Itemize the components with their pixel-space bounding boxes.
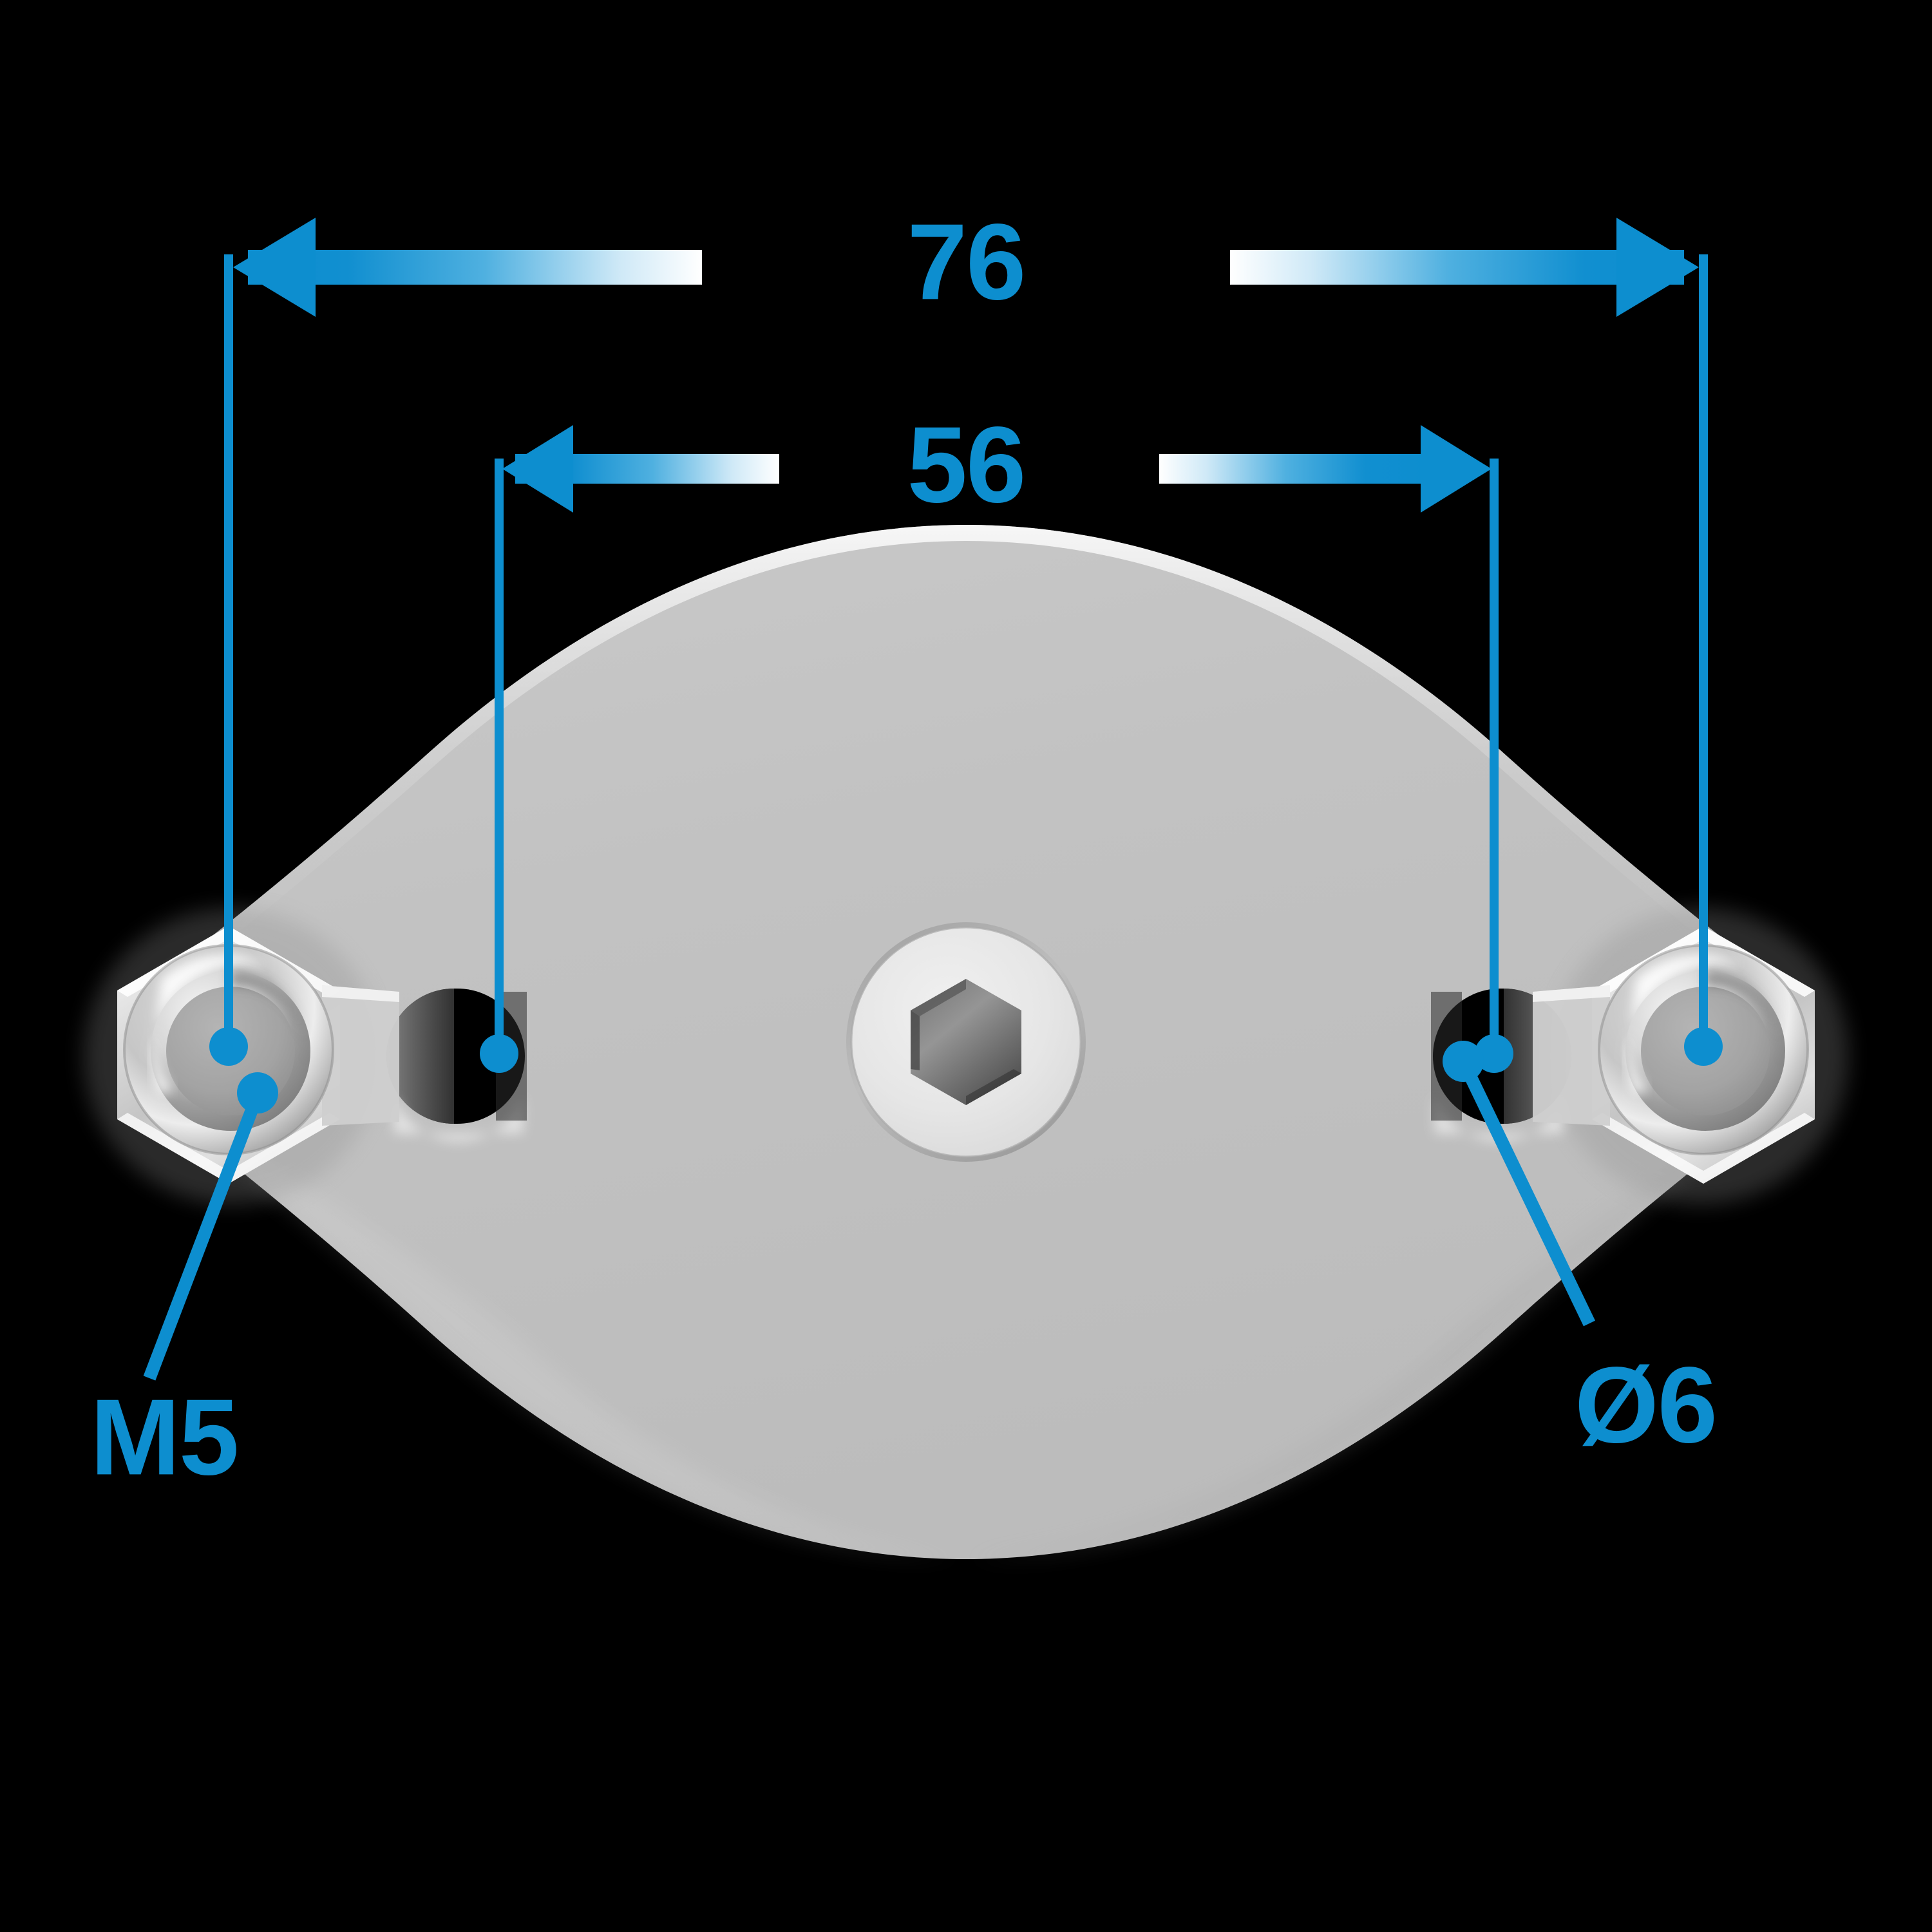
extension-dot-56-left — [480, 1034, 518, 1073]
callout-label-dia6: Ø6 — [1575, 1344, 1716, 1465]
leader-dot-m5 — [237, 1072, 278, 1113]
leader-dot-dia6 — [1443, 1041, 1484, 1082]
arrow-76-left — [233, 218, 702, 317]
extension-dot-76-left — [209, 1027, 248, 1066]
callout-m5: M5 — [90, 1072, 278, 1497]
dimension-56: 56 — [480, 404, 1513, 1073]
arrow-76-right — [1230, 218, 1699, 317]
arrow-56-left — [502, 425, 779, 513]
callout-label-m5: M5 — [90, 1376, 238, 1497]
dimension-label-56: 56 — [907, 404, 1025, 525]
leader-line-m5 — [143, 1092, 264, 1381]
hex-socket-screw — [846, 922, 1086, 1162]
dimension-label-76: 76 — [907, 201, 1025, 322]
arrow-56-right — [1159, 425, 1492, 513]
callout-dia6: Ø6 — [1443, 1041, 1718, 1465]
hex-socket-bore — [911, 979, 1021, 1105]
dimension-76: 76 — [209, 201, 1723, 1066]
extension-dot-76-right — [1684, 1027, 1723, 1066]
leader-line-dia6 — [1457, 1058, 1596, 1327]
extension-dot-56-right — [1475, 1034, 1513, 1073]
